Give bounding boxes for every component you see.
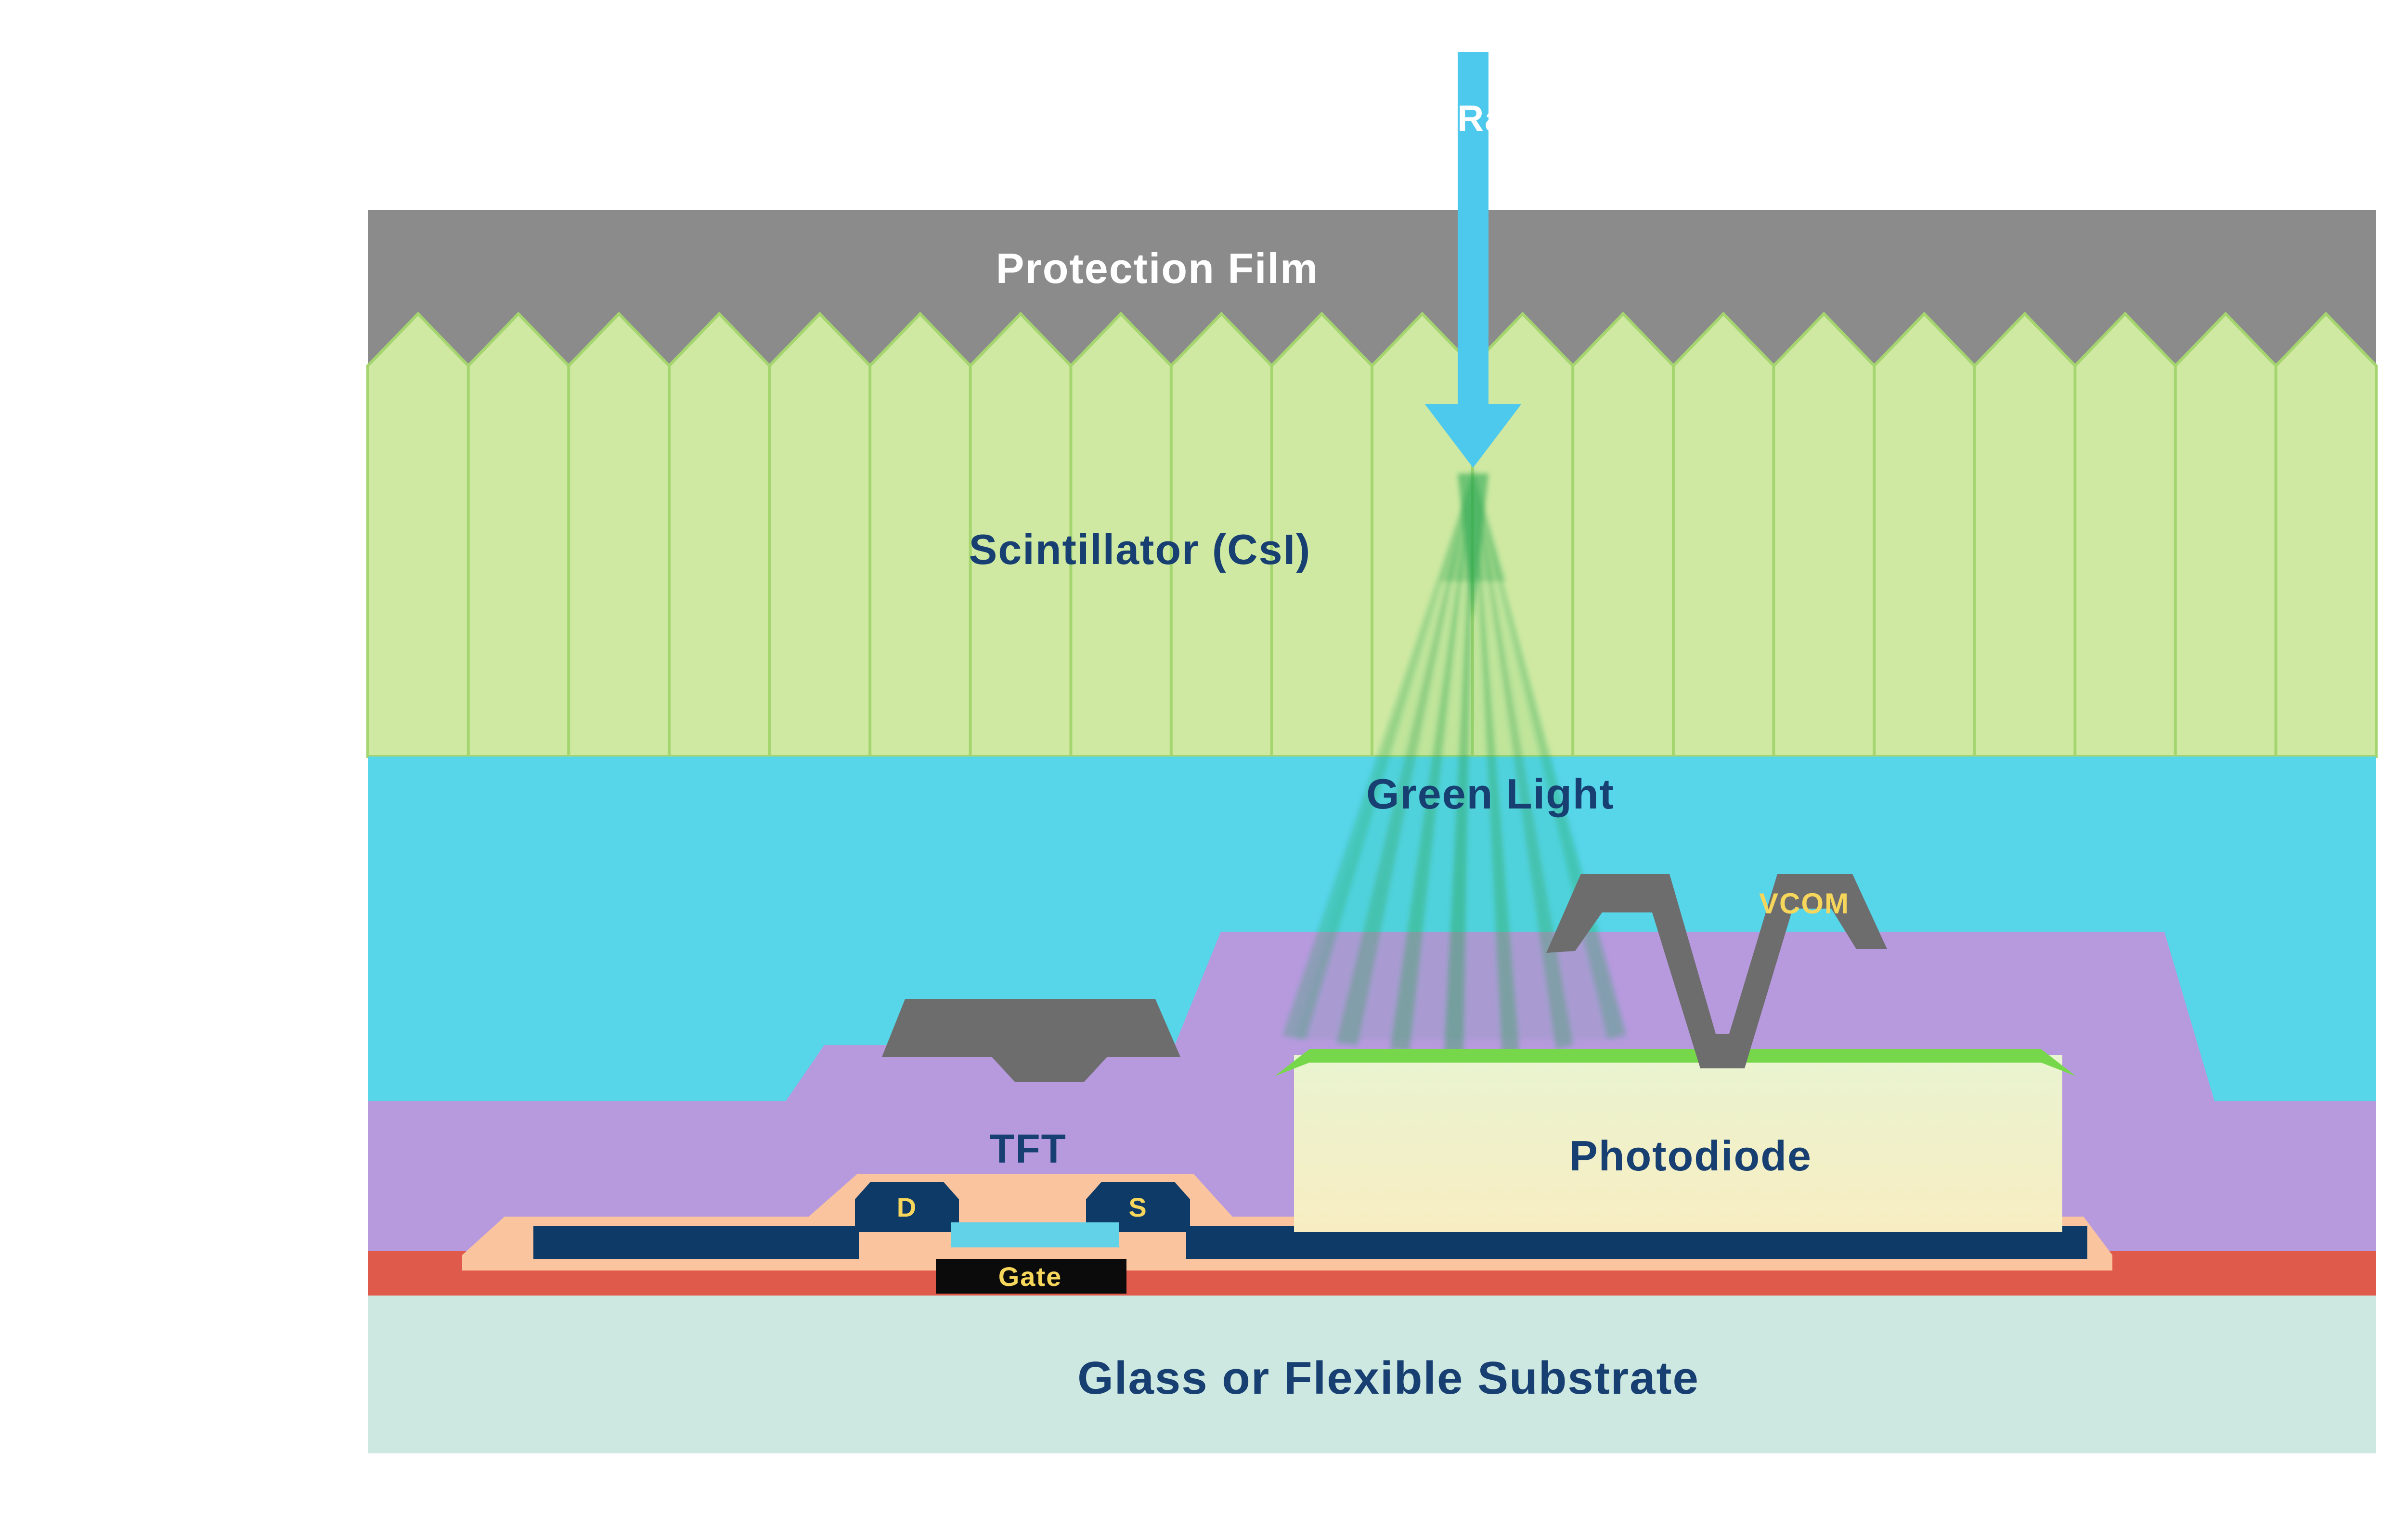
vcom-electrode <box>1546 874 1887 1068</box>
green-light-label: Green Light <box>1366 770 1615 818</box>
tft-channel <box>951 1222 1119 1247</box>
green-light-rays <box>1282 468 1629 1055</box>
xray-label: X-Ray <box>1419 100 1527 141</box>
tft-light-shield <box>882 999 1180 1082</box>
substrate-label: Glass or Flexible Substrate <box>1077 1353 1699 1405</box>
xray-beam-arrow <box>1425 52 1521 468</box>
protection-film-label: Protection Film <box>996 244 1319 293</box>
source-label: S <box>1128 1192 1148 1222</box>
photodiode-body <box>1294 1055 2062 1232</box>
photodiode-top-electrode <box>1275 1049 2076 1076</box>
photodiode-label: Photodiode <box>1569 1132 1812 1180</box>
drain-electrode <box>855 1182 959 1232</box>
protection-film-layer <box>368 210 2376 368</box>
tft-label: TFT <box>990 1128 1067 1172</box>
substrate-layer <box>368 1296 2376 1453</box>
data-line-left <box>533 1226 859 1259</box>
source-electrode <box>1086 1182 1190 1232</box>
drain-label: D <box>896 1192 918 1222</box>
scintillator-label: Scintillator (CsI) <box>969 526 1311 574</box>
gate-label: Gate <box>998 1261 1062 1292</box>
vcom-label: VCOM <box>1759 888 1850 921</box>
gate-electrode <box>936 1259 1126 1294</box>
